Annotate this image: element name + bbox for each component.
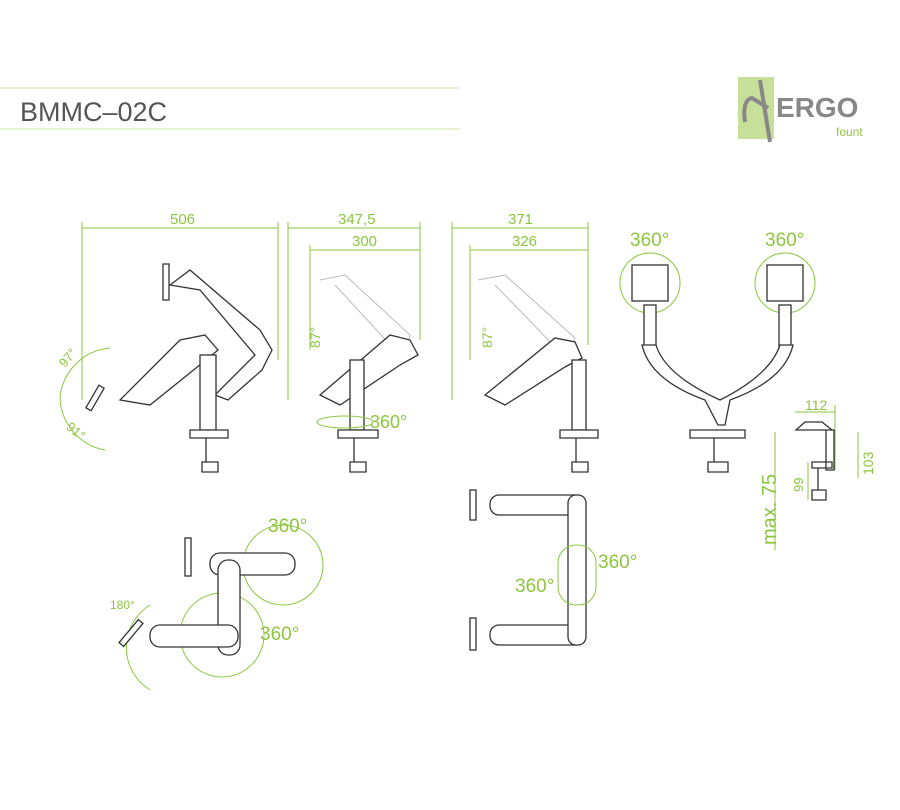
dim-87-v2: 87° [307,327,323,348]
dim-97: 97° [56,345,80,370]
rotation-360-right: 360° [765,230,804,251]
dim-300: 300 [352,233,377,250]
logo-sub: fount [836,125,863,139]
ergo-logo: ERGO fount [738,77,863,143]
page-title: BMMC–02C [20,97,167,127]
dim-max-75: max. 75 [759,474,781,545]
dim-326: 326 [512,233,537,250]
dim-87-v3: 87° [479,327,495,348]
rotation-360-left-joint: 360° [515,576,554,597]
dim-112: 112 [805,397,828,413]
rotation-360-left: 360° [630,230,669,251]
dim-347-5: 347,5 [338,211,376,228]
side-view-1: 506 97° 91° [56,211,279,473]
dim-506: 506 [170,211,195,228]
rotation-360-right-joint: 360° [598,552,637,573]
rotation-360-lower: 360° [260,624,299,645]
logo-brand: ERGO [776,92,858,123]
top-view-left: 360° 360° 180° [110,516,324,691]
front-view: 360° 360° [619,230,816,473]
clamp-detail: 112 103 99 max. 75 [759,397,876,550]
dim-99: 99 [791,478,806,492]
swivel-180: 180° [110,598,135,612]
side-view-2: 347,5 300 87° 360° [287,211,421,473]
dim-103: 103 [860,451,876,475]
top-view-right: 360° 360° [469,489,637,651]
rotation-360-v2: 360° [370,412,407,432]
dim-371: 371 [508,211,533,228]
side-view-3: 371 326 87° [451,211,599,473]
rotation-360-upper: 360° [268,516,307,537]
